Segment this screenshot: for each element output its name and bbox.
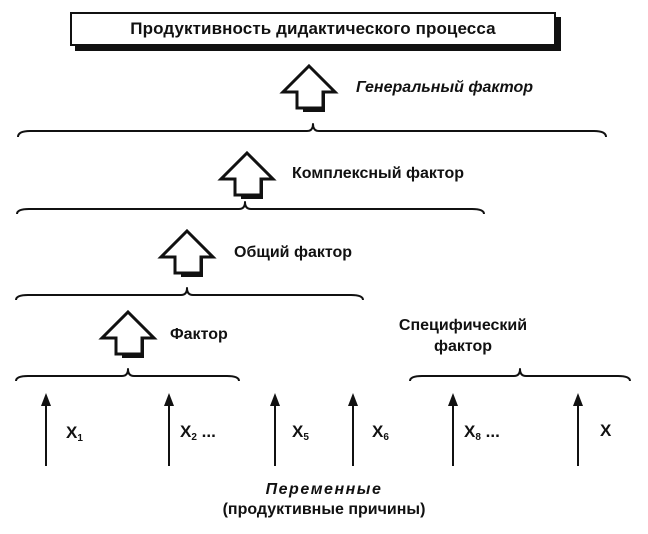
variable-arrow-icon	[270, 393, 280, 466]
variable-subscript: 2	[191, 432, 197, 443]
variable-base: X	[372, 422, 384, 441]
common-block-arrow-icon	[157, 228, 217, 277]
level-arrows	[98, 63, 339, 358]
variable-arrow-icon	[573, 393, 583, 466]
variable-subscript: 8	[475, 432, 481, 443]
arrow-head	[164, 393, 174, 406]
arrow-outline	[279, 63, 339, 110]
braces	[15, 123, 631, 382]
variable-label: X5	[292, 422, 309, 443]
specific-factor-label: Специфический фактор	[388, 315, 538, 357]
variable-label: X1	[66, 423, 83, 444]
general-block-arrow-icon	[279, 63, 339, 112]
variable-subscript: 6	[383, 432, 389, 443]
variable-subscript: 5	[303, 432, 309, 443]
variable-arrow-icon	[164, 393, 174, 466]
arrow-head	[348, 393, 358, 406]
variables-subcaption: (продуктивные причины)	[222, 501, 426, 518]
common-brace	[15, 287, 364, 301]
variable-base: X	[66, 423, 78, 442]
specific-factor-line1: Специфический	[398, 317, 528, 334]
factor-brace	[15, 368, 240, 382]
factor-block-arrow-icon	[98, 309, 158, 358]
variables-caption: Переменные	[265, 481, 383, 498]
arrow-outline	[157, 228, 217, 275]
variable-arrows	[41, 393, 583, 466]
variable-label: X2 ...	[180, 422, 216, 443]
variable-ellipsis: ...	[196, 422, 216, 441]
specific-brace	[409, 368, 631, 382]
complex-factor-label: Комплексный фактор	[292, 165, 465, 182]
arrow-head	[270, 393, 280, 406]
variable-base: X	[180, 422, 192, 441]
general-brace	[17, 123, 607, 138]
complex-block-arrow-icon	[217, 150, 277, 199]
factor-label: Фактор	[170, 326, 228, 343]
variable-base: X	[464, 422, 476, 441]
variable-arrow-icon	[348, 393, 358, 466]
variable-ellipsis: ...	[480, 422, 500, 441]
complex-brace	[16, 201, 485, 215]
variable-arrow-icon	[448, 393, 458, 466]
variable-label: X6	[372, 422, 389, 443]
arrow-head	[573, 393, 583, 406]
arrow-head	[448, 393, 458, 406]
arrow-outline	[98, 309, 158, 356]
arrow-outline	[217, 150, 277, 197]
general-factor-label: Генеральный фактор	[356, 79, 534, 96]
variable-arrow-icon	[41, 393, 51, 466]
variable-label: X	[600, 421, 611, 441]
arrow-head	[41, 393, 51, 406]
variable-subscript: 1	[77, 433, 83, 444]
common-factor-label: Общий фактор	[234, 244, 353, 261]
variable-label: X8 ...	[464, 422, 500, 443]
specific-factor-line2: фактор	[433, 338, 493, 355]
variable-base: X	[600, 421, 612, 440]
diagram-title: Продуктивность дидактического процесса	[70, 12, 556, 46]
variable-base: X	[292, 422, 304, 441]
